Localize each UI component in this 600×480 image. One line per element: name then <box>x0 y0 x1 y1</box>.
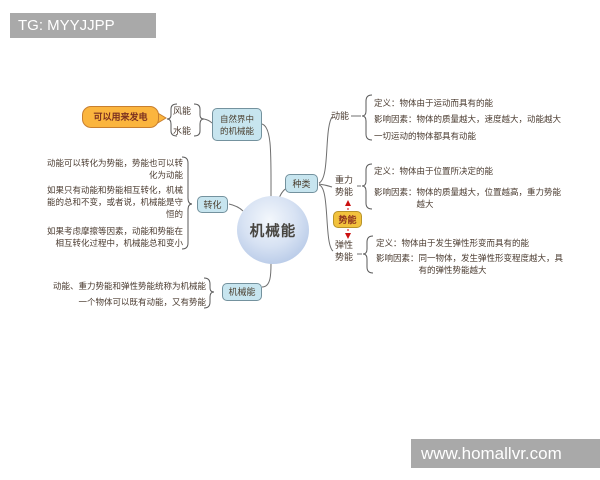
node-leaf-generate-electricity[interactable]: 可以用来发电 <box>82 106 159 128</box>
node-transformation[interactable]: 转化 <box>197 196 228 213</box>
elastic-factors[interactable]: 影响因素：同一物体，发生弹性形变程度越大，具 有的弹性势能越大 <box>376 253 564 275</box>
kinetic-factors[interactable]: 影响因素：物体的质量越大，速度越大，动能越大 <box>374 114 562 124</box>
node-nature-mechanical-energy[interactable]: 自然界中 的机械能 <box>212 108 262 141</box>
node-types[interactable]: 种类 <box>285 174 318 193</box>
mechanical-note-1[interactable]: 动能、重力势能和弹性势能统称为机械能 <box>52 281 206 291</box>
node-kinetic-energy[interactable]: 动能 <box>331 111 350 121</box>
mechanical-note-2[interactable]: 一个物体可以既有动能，又有势能 <box>78 297 206 307</box>
watermark-top: TG: MYYJJPP <box>10 13 156 38</box>
node-water-energy[interactable]: 水能 <box>173 126 192 136</box>
node-gravitational-potential-energy[interactable]: 重力 势能 <box>335 175 354 197</box>
transformation-rule-1[interactable]: 动能可以转化为势能，势能也可以转 化为动能 <box>46 158 183 180</box>
node-elastic-potential-energy[interactable]: 弹性 势能 <box>335 240 354 262</box>
kinetic-definition[interactable]: 定义：物体由于运动而具有的能 <box>374 98 494 108</box>
node-mechanical-energy-definition[interactable]: 机械能 <box>222 283 262 301</box>
node-wind-energy[interactable]: 风能 <box>173 106 192 116</box>
kinetic-note[interactable]: 一切运动的物体都具有动能 <box>374 131 477 141</box>
arrow-up-icon <box>345 200 351 210</box>
transformation-rule-2[interactable]: 如果只有动能和势能相互转化，机械 能的总和不变，或者说，机械能是守 恒的 <box>46 185 183 219</box>
arrow-down-icon <box>345 229 351 239</box>
elastic-definition[interactable]: 定义：物体由于发生弹性形变而具有的能 <box>376 238 530 248</box>
gravity-definition[interactable]: 定义：物体由于位置所决定的能 <box>374 166 494 176</box>
central-topic-mechanical-energy[interactable]: 机械能 <box>237 196 309 264</box>
node-potential-energy[interactable]: 势能 <box>333 211 362 228</box>
transformation-rule-3[interactable]: 如果考虑摩擦等因素，动能和势能在 相互转化过程中，机械能总和变小 <box>46 226 183 248</box>
watermark-bottom: www.homallvr.com <box>411 439 600 468</box>
gravity-factors[interactable]: 影响因素：物体的质量越大，位置越高，重力势能 越大 <box>374 187 562 209</box>
